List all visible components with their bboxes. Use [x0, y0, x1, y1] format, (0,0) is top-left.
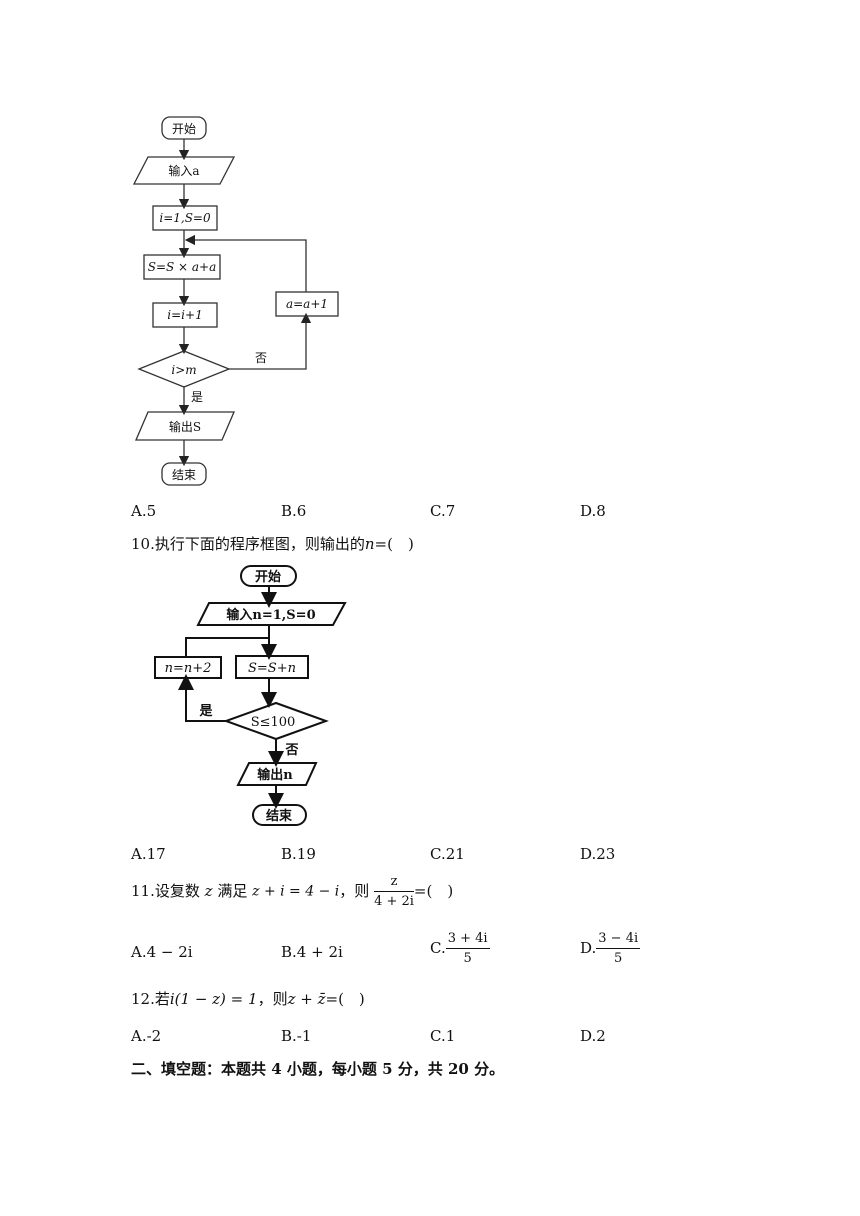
fc2-end-text: 结束 — [266, 808, 293, 824]
q11-fraction: z 4 + 2i — [374, 874, 414, 909]
fc2-update-text: n=n+2 — [165, 661, 212, 676]
q12-option-b: B.-1 — [281, 1027, 312, 1045]
input-box — [132, 156, 236, 185]
q10-stem: 10.执行下面的程序框图，则输出的n=( ) — [131, 535, 414, 553]
output-box — [135, 411, 235, 441]
fc1-cond-text: i>m — [171, 363, 196, 377]
q9-option-a: A.5 — [131, 502, 157, 520]
q9-option-c: C.7 — [430, 502, 456, 520]
flowchart-2: 开始 输入n=1,S=0 S=S+n n=n+2 S≤100 是 否 输出n 结… — [154, 565, 347, 826]
fc2-start-text: 开始 — [255, 569, 281, 585]
q12-option-c: C.1 — [430, 1027, 456, 1045]
fc2-output-text: 输出n — [257, 767, 293, 783]
update-box — [275, 291, 339, 317]
fc2-cond-text: S≤100 — [251, 715, 296, 730]
fc2-output-box — [236, 762, 318, 786]
q12-stem: 12.若i(1 − z) = 1，则z + z̄=( ) — [131, 990, 365, 1008]
fc1-start-text: 开始 — [172, 122, 196, 136]
q12-option-d: D.2 — [580, 1027, 606, 1045]
fc1-step1-text: S=S × a+a — [148, 260, 217, 274]
fc1-no-label: 否 — [255, 351, 267, 365]
fc1-output-text: 输出S — [169, 419, 201, 434]
q11-option-b: B.4 + 2i — [281, 943, 343, 961]
q10-option-c: C.21 — [430, 845, 465, 863]
fc2-no-label: 否 — [284, 743, 298, 758]
q10-option-a: A.17 — [131, 845, 166, 863]
q12-option-a: A.-2 — [131, 1027, 162, 1045]
q9-option-b: B.6 — [281, 502, 307, 520]
q9-option-d: D.8 — [580, 502, 606, 520]
fc2-step-box — [235, 655, 309, 679]
q11-stem: 11.设复数 z 满足 z + i = 4 − i，则 z 4 + 2i =( … — [131, 874, 454, 909]
step2-box — [152, 302, 218, 328]
fc1-update-text: a=a+1 — [286, 297, 328, 311]
flowchart-1: 开始 输入a i=1,S=0 S=S × a+a i=i+1 i>m a=a+1… — [132, 116, 339, 486]
section-heading: 二、填空题：本题共 4 小题，每小题 5 分，共 20 分。 — [131, 1060, 505, 1078]
fc2-step-text: S=S+n — [248, 661, 296, 676]
fc1-yes-label: 是 — [191, 390, 203, 404]
fc2-input-box — [196, 602, 347, 626]
end-terminal — [161, 462, 207, 486]
step1-box — [143, 254, 221, 280]
q11-option-a: A.4 − 2i — [131, 943, 193, 961]
fc1-step2-text: i=i+1 — [167, 308, 202, 322]
fc2-yes-label: 是 — [198, 704, 213, 719]
init-box — [152, 205, 218, 231]
q10-option-b: B.19 — [281, 845, 316, 863]
fc1-end-text: 结束 — [172, 468, 196, 482]
fc1-input-text: 输入a — [168, 163, 199, 178]
fc2-input-text: 输入n=1,S=0 — [226, 607, 315, 623]
fc2-end-terminal — [252, 804, 307, 826]
fc1-init-text: i=1,S=0 — [159, 211, 211, 225]
q10-option-d: D.23 — [580, 845, 616, 863]
